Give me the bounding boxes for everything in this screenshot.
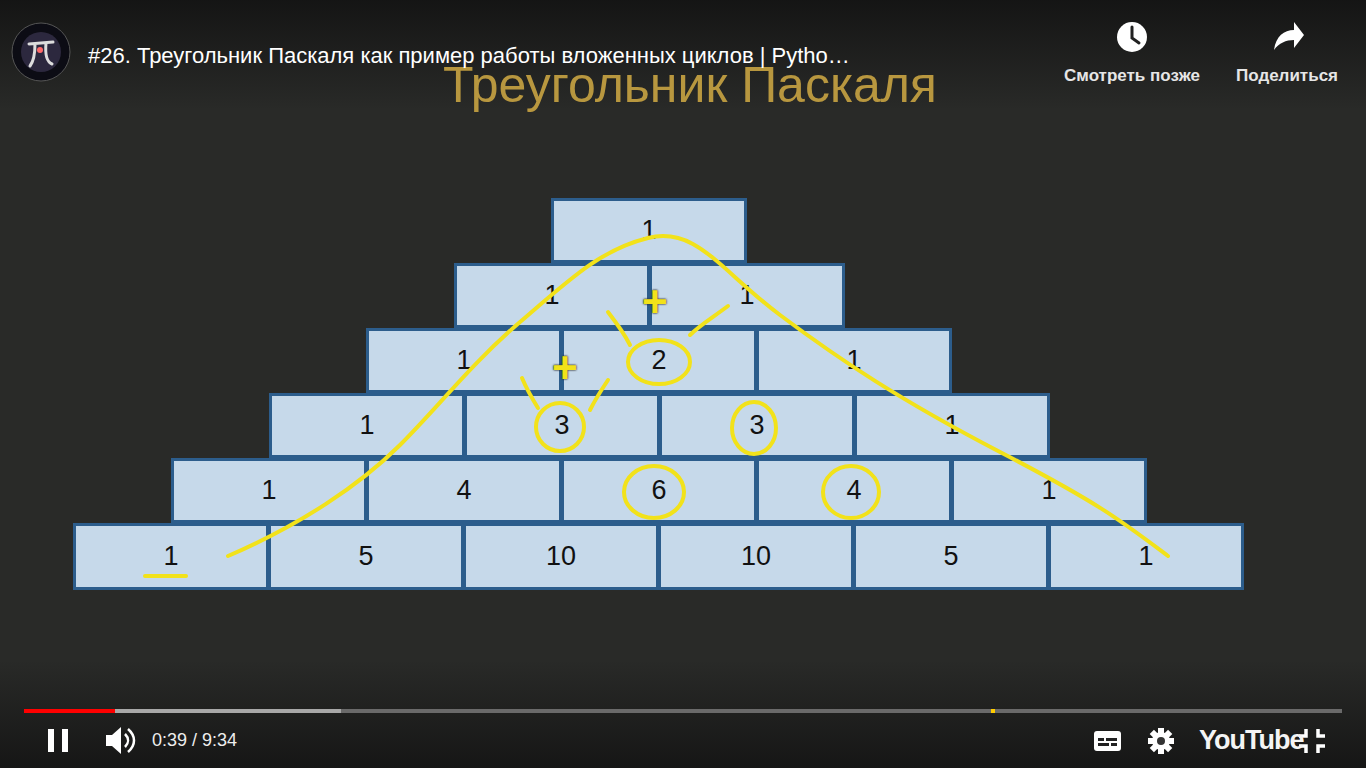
triangle-brick: 1: [551, 198, 747, 263]
brick-number: 1: [257, 476, 280, 506]
video-title: #26. Треугольник Паскаля как пример рабо…: [88, 43, 850, 69]
triangle-brick: 2: [561, 328, 757, 393]
brick-number: 1: [637, 216, 660, 246]
triangle-brick: 4: [756, 458, 952, 523]
triangle-brick: 4: [366, 458, 562, 523]
brick-number: 5: [354, 542, 377, 572]
brick-number: 4: [452, 476, 475, 506]
triangle-brick: 3: [659, 393, 855, 458]
triangle-brick: 5: [268, 523, 464, 590]
watch-later-label: Смотреть позже: [1064, 66, 1200, 86]
brick-number: 1: [1037, 476, 1060, 506]
triangle-brick: 1: [649, 263, 845, 328]
share-label: Поделиться: [1236, 66, 1338, 86]
brick-number: 4: [842, 476, 865, 506]
triangle-brick: 10: [658, 523, 854, 590]
brick-number: 10: [737, 542, 775, 572]
triangle-brick: 10: [463, 523, 659, 590]
brick-number: 6: [647, 476, 670, 506]
triangle-brick: 1: [171, 458, 367, 523]
brick-number: 1: [540, 281, 563, 311]
triangle-brick: 6: [561, 458, 757, 523]
time-display: 0:39 / 9:34: [152, 730, 237, 751]
triangle-brick: 1: [454, 263, 650, 328]
triangle-brick: 1: [1048, 523, 1244, 590]
plus-sign: +: [552, 346, 578, 390]
triangle-brick: 1: [951, 458, 1147, 523]
brick-number: 1: [452, 346, 475, 376]
triangle-brick: 1: [756, 328, 952, 393]
brick-number: 1: [940, 411, 963, 441]
plus-sign: +: [642, 280, 668, 324]
triangle-brick: 5: [853, 523, 1049, 590]
triangle-brick: 1: [269, 393, 465, 458]
triangle-brick: 1: [73, 523, 269, 590]
brick-number: 1: [735, 281, 758, 311]
brick-number: 10: [542, 542, 580, 572]
brick-number: 1: [1134, 542, 1157, 572]
brick-number: 2: [647, 346, 670, 376]
brick-number: 1: [355, 411, 378, 441]
triangle-brick: 1: [366, 328, 562, 393]
youtube-logo: YouTube: [1199, 725, 1303, 756]
triangle-brick: 3: [464, 393, 660, 458]
brick-number: 5: [939, 542, 962, 572]
brick-number: 1: [159, 542, 182, 572]
brick-number: 1: [842, 346, 865, 376]
triangle-brick: 1: [854, 393, 1050, 458]
brick-number: 3: [550, 411, 573, 441]
brick-number: 3: [745, 411, 768, 441]
